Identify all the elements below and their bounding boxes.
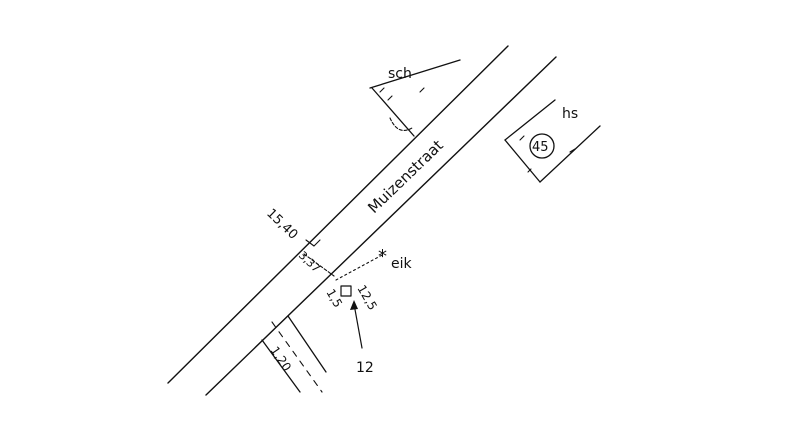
building-hs: [504, 99, 601, 183]
parcel-arrow-head: [350, 300, 358, 310]
eik-dashed: [335, 253, 385, 281]
eik-icon: *: [378, 246, 387, 267]
parcel-arrow-line: [353, 303, 363, 349]
building-lower: [261, 315, 327, 393]
building-hs-bottom: [539, 125, 601, 183]
measure-marks: [303, 239, 385, 349]
measure-side-distance: 1,20: [268, 344, 295, 374]
survey-box: [340, 285, 352, 297]
building-hs-top: [504, 99, 556, 141]
building-lower-left: [261, 339, 301, 393]
street-line-south: [205, 56, 557, 396]
building-lower-dashed: [271, 321, 323, 393]
building-sch-arc: [389, 117, 413, 131]
label-sch: sch: [388, 66, 412, 82]
front-corner-mark: [305, 239, 321, 247]
building-hs-tick: [519, 135, 576, 173]
label-hs: hs: [562, 106, 578, 122]
label-eik: eik: [391, 256, 413, 272]
building-sch-front: [371, 87, 415, 137]
building-lower-right: [287, 315, 327, 373]
house-number-circle: [529, 133, 555, 159]
building-sch: [369, 59, 461, 137]
measure-front-width: 15,40: [263, 206, 300, 243]
street-line-north: [167, 45, 509, 384]
parcel-number-label: 12: [356, 360, 374, 376]
offset-dashed: [303, 253, 335, 277]
measure-box-offset: 1,5: [323, 287, 345, 311]
street-lines: [167, 45, 557, 396]
building-sch-wall: [369, 59, 461, 89]
house-number-label: 45: [532, 140, 549, 155]
measure-offset-front: 3,37: [296, 249, 323, 275]
building-hs-left: [504, 139, 541, 183]
building-sch-tick: [379, 87, 425, 101]
measure-box-depth: 12,5: [354, 283, 379, 313]
